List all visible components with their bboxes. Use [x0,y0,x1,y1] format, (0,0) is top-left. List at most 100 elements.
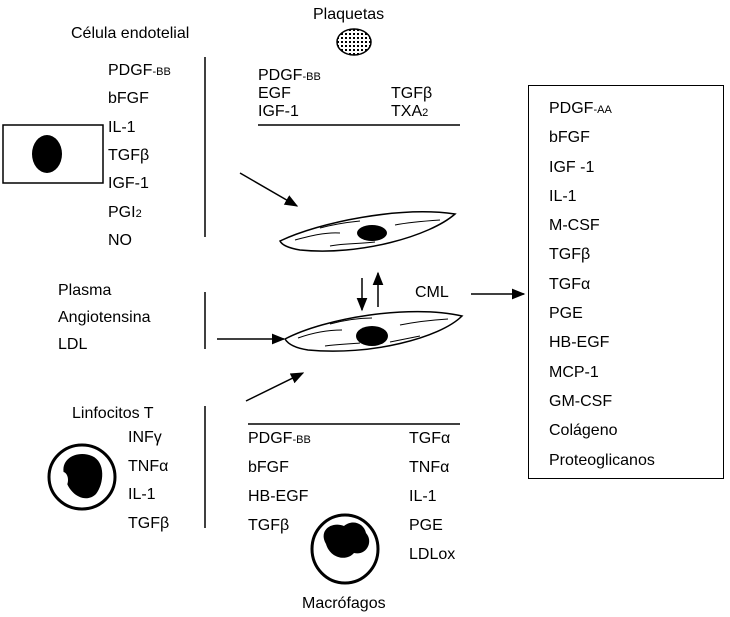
platelet-factor: PDGF-BB [258,67,321,86]
macrophage-factor-text: bFGF [248,459,289,476]
cml-product-text: PDGF [549,100,594,117]
platelet-factor-text: IGF-1 [258,103,299,120]
plasma-factor-text: Plasma [58,282,112,299]
cml-product-text: TGFα [549,275,591,293]
cml-product-item: IGF -1 [549,159,655,188]
platelets-title: Plaquetas [313,6,385,23]
smooth-muscle-cell-lower [283,310,464,352]
platelet-factor: EGF [258,85,291,103]
cml-product-text: TGFβ [549,246,591,264]
lymphocytes-title: Linfocitos T [72,405,154,422]
cml-product-item: HB-EGF [549,334,655,363]
lymphocyte-factor-text: TGFβ [128,514,170,532]
endothelial-factor-text: bFGF [108,90,149,108]
macrophage-cell [310,513,380,585]
plasma-factor: Angiotensina [58,309,151,327]
endothelial-factor-subscript: -BB [152,66,171,78]
cml-product-item: PGE [549,305,655,334]
arrow-endothelial-to-smc [239,172,299,207]
platelet-factor-subscript: -BB [302,71,321,83]
endothelial-title: Célula endotelial [71,25,190,42]
cml-product-text: IGF -1 [549,158,595,176]
endothelial-factor-text: NO [108,231,132,249]
macrophages-title: Macrófagos [302,595,386,612]
macrophage-factor-text: IL-1 [409,488,437,505]
cml-product-item: Proteoglicanos [549,452,655,481]
endothelial-factor-text: IGF-1 [108,175,149,193]
macrophage-factor-text: TGFβ [248,517,290,534]
lymphocyte-factor-text: TNFα [128,457,169,475]
platelet-factor-subscript: 2 [422,107,429,119]
platelet-factor: IGF-1 [258,103,299,121]
macrophage-factor: PGE [409,517,443,535]
cml-product-text: Colágeno [549,422,618,440]
lymphocyte-cell [47,443,117,511]
platelet-cell [336,28,372,56]
endothelial-factor: PGI2 [108,204,142,223]
cml-product-text: HB-EGF [549,334,610,352]
cml-product-item: Colágeno [549,422,655,451]
macrophage-factor: TNFα [409,459,449,477]
macrophage-factor: TGFα [409,430,450,448]
cml-products-box [528,85,724,479]
lymphocyte-factor-text: IL-1 [128,486,156,503]
platelet-factor-text: TXA [391,103,423,120]
endothelial-factor-text: PDGF [108,62,153,79]
endothelial-factor-text: PGI [108,203,136,221]
cml-product-text: MCP-1 [549,363,599,381]
macrophage-factor: LDLox [409,546,455,564]
cml-product-item: PDGF-AA [549,100,655,129]
macrophage-factor-text: LDLox [409,546,456,563]
endothelial-factor: IGF-1 [108,175,149,193]
cml-product-text: M-CSF [549,217,600,235]
cml-product-item: MCP-1 [549,364,655,393]
macrophage-factor: bFGF [248,459,289,477]
macrophage-factor-text: TGFα [409,430,451,447]
macrophage-factor-subscript: -BB [292,434,311,446]
macrophage-factor-text: HB-EGF [248,488,309,505]
endothelial-factor-subscript: 2 [135,207,142,220]
plasma-factor-text: Angiotensina [58,309,151,326]
cml-product-item: TGFα [549,276,655,305]
endothelial-factor: bFGF [108,90,149,108]
lymphocyte-factor-text: INFγ [128,429,162,446]
cml-product-item: GM-CSF [549,393,655,422]
plasma-factor: LDL [58,336,87,354]
cml-product-text: PGE [549,305,583,323]
platelet-factor: TXA2 [391,103,428,122]
cml-product-text: IL-1 [549,187,577,205]
cml-product-text: GM-CSF [549,392,613,410]
endothelial-factor: TGFβ [108,147,149,165]
arrow-lymphocyte-to-smc [245,372,305,402]
lymphocyte-factor: TNFα [128,458,168,476]
plasma-factor-text: LDL [58,336,88,353]
cml-product-text: bFGF [549,129,590,147]
macrophage-factor-text: PDGF [248,430,293,447]
platelet-factor-text: TGFβ [391,85,433,102]
cml-product-item: M-CSF [549,217,655,246]
plasma-factor: Plasma [58,282,111,300]
endothelial-nucleus [32,135,62,173]
endothelial-factor-text: TGFβ [108,146,150,164]
macrophage-factor: TGFβ [248,517,289,535]
macrophage-factor-text: TNFα [409,459,450,476]
macrophage-factor: PDGF-BB [248,430,311,449]
smooth-muscle-cell-upper [278,211,457,252]
cml-product-subscript: -AA [593,104,612,116]
macrophage-factor: IL-1 [409,488,437,506]
platelet-factor: TGFβ [391,85,432,103]
lymphocyte-factor: TGFβ [128,515,169,533]
cml-product-item: TGFβ [549,246,655,275]
lymphocyte-factor: INFγ [128,429,162,447]
platelet-factor-text: PDGF [258,67,303,84]
endothelial-factor: NO [108,232,132,250]
cml-label: CML [415,284,449,301]
lymphocyte-factor: IL-1 [128,486,156,504]
macrophage-factor: HB-EGF [248,488,308,506]
platelet-factor-text: EGF [258,85,291,102]
cml-product-text: Proteoglicanos [549,451,655,469]
macrophage-factor-text: PGE [409,517,443,534]
endothelial-factor: PDGF-BB [108,62,171,81]
